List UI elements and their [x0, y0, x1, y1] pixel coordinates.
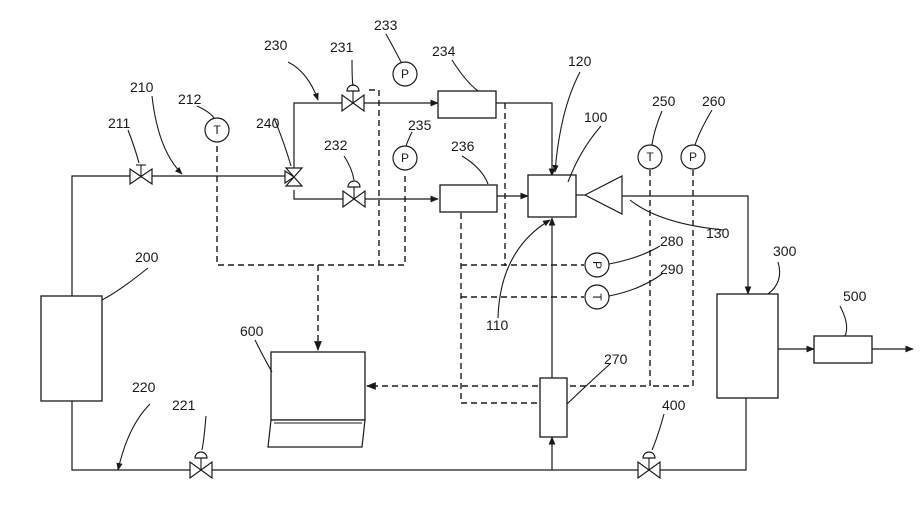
label-234: 234 — [432, 43, 456, 59]
label-211: 211 — [108, 115, 131, 131]
label-210: 210 — [130, 79, 154, 95]
valve-400 — [638, 452, 660, 478]
label-500: 500 — [843, 288, 867, 304]
label-233: 233 — [374, 17, 398, 33]
separator-300 — [717, 294, 778, 398]
three-way-valve-240 — [285, 168, 302, 186]
gauge-235: P — [393, 146, 417, 170]
label-200: 200 — [135, 249, 159, 265]
gauge-250: T — [638, 145, 662, 169]
label-300: 300 — [773, 243, 797, 259]
gauge-280: P — [585, 253, 609, 277]
label-220: 220 — [132, 379, 156, 395]
label-100: 100 — [584, 109, 608, 125]
unit-234 — [438, 91, 496, 118]
gauge-233: P — [393, 62, 417, 86]
valve-231 — [342, 85, 364, 111]
valve-221 — [190, 452, 212, 478]
label-212: 212 — [178, 91, 202, 107]
gauge-290-letter: T — [590, 293, 604, 301]
label-240: 240 — [256, 115, 280, 131]
label-236: 236 — [451, 138, 475, 154]
process-lines — [72, 103, 913, 470]
label-235: 235 — [408, 117, 432, 133]
label-231: 231 — [330, 39, 354, 55]
unit-500 — [814, 336, 872, 363]
label-110: 110 — [486, 317, 509, 333]
gauge-260-letter: P — [689, 150, 697, 164]
valve-232 — [343, 181, 365, 207]
gauge-212-letter: T — [213, 123, 221, 137]
label-600: 600 — [240, 323, 264, 339]
gauge-250-letter: T — [646, 150, 654, 164]
label-400: 400 — [662, 397, 686, 413]
valve-211 — [130, 165, 152, 184]
label-221: 221 — [172, 397, 196, 413]
sensor-270 — [540, 378, 567, 437]
label-232: 232 — [324, 137, 348, 153]
label-280: 280 — [660, 233, 684, 249]
gauge-233-letter: P — [401, 67, 409, 81]
gauge-260: P — [681, 145, 705, 169]
gauge-290: T — [585, 285, 609, 309]
label-120: 120 — [568, 53, 592, 69]
label-290: 290 — [660, 261, 684, 277]
label-260: 260 — [702, 93, 726, 109]
label-250: 250 — [652, 93, 676, 109]
computer-600 — [268, 352, 365, 447]
gauge-280-letter: P — [590, 261, 604, 269]
gauge-212: T — [205, 118, 229, 142]
nozzle-130 — [585, 176, 622, 214]
tank-200 — [41, 296, 102, 401]
unit-236 — [440, 185, 497, 212]
gauge-235-letter: P — [401, 151, 409, 165]
label-130: 130 — [706, 225, 730, 241]
label-270: 270 — [604, 351, 628, 367]
label-230: 230 — [264, 37, 288, 53]
